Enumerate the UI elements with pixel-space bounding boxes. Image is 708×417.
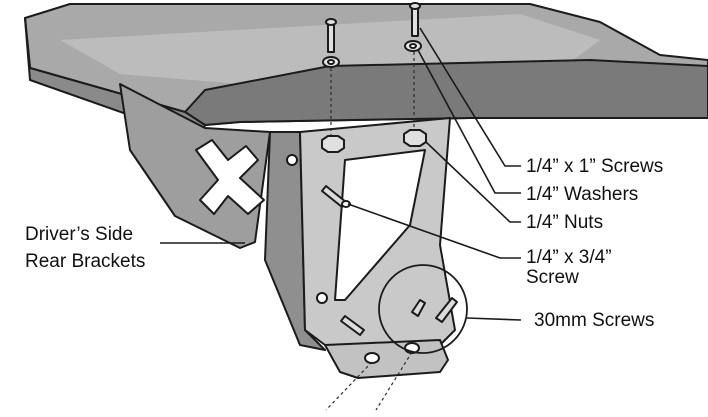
panel-front-lip <box>184 59 708 126</box>
leader-nuts <box>425 141 521 223</box>
side-hole-bottom <box>316 292 328 304</box>
assembly-dash-lines <box>325 52 415 411</box>
foot-hole-left <box>364 352 380 364</box>
washer-left-hole <box>327 59 335 65</box>
screw-1in-right <box>409 2 421 37</box>
label-screw-3-4in-line1: 1/4” x 3/4” <box>526 247 612 268</box>
label-bracket-line2: Rear Brackets <box>25 251 145 272</box>
detail-circle <box>378 264 468 354</box>
leader-30mm <box>466 317 522 321</box>
screw-3-4in <box>321 185 351 208</box>
label-washers: 1/4” Washers <box>526 184 638 205</box>
bracket-foot <box>324 339 449 379</box>
bracket-triangle-cutout <box>334 149 426 301</box>
side-hole-top <box>286 154 298 166</box>
screw-1in-left <box>325 18 337 53</box>
screw-30mm-3 <box>435 297 458 323</box>
side-plate-body <box>119 83 271 249</box>
label-30mm-screws: 30mm Screws <box>534 310 654 331</box>
screw-30mm-1 <box>340 315 365 336</box>
label-screw-3-4in-line2: Screw <box>526 267 579 288</box>
label-nuts: 1/4” Nuts <box>526 212 603 233</box>
screw-30mm-2 <box>411 299 426 317</box>
leader-lines <box>160 27 522 321</box>
nut-right <box>403 129 427 147</box>
side-plate-x-cutout <box>195 139 265 215</box>
side-plate <box>119 83 271 249</box>
leader-screw-3-4in <box>347 203 521 259</box>
washer-right-hole <box>409 43 417 49</box>
label-bracket-line1: Driver’s Side <box>25 224 133 245</box>
nut-left <box>321 135 345 153</box>
hardware <box>321 2 458 336</box>
leader-washers <box>417 49 521 194</box>
label-screws-1in: 1/4” x 1” Screws <box>526 156 663 177</box>
callout-labels: 1/4” x 1” Screws 1/4” Washers 1/4” Nuts … <box>25 156 663 331</box>
leader-screws-1in <box>419 27 521 167</box>
rear-bracket <box>264 117 456 379</box>
